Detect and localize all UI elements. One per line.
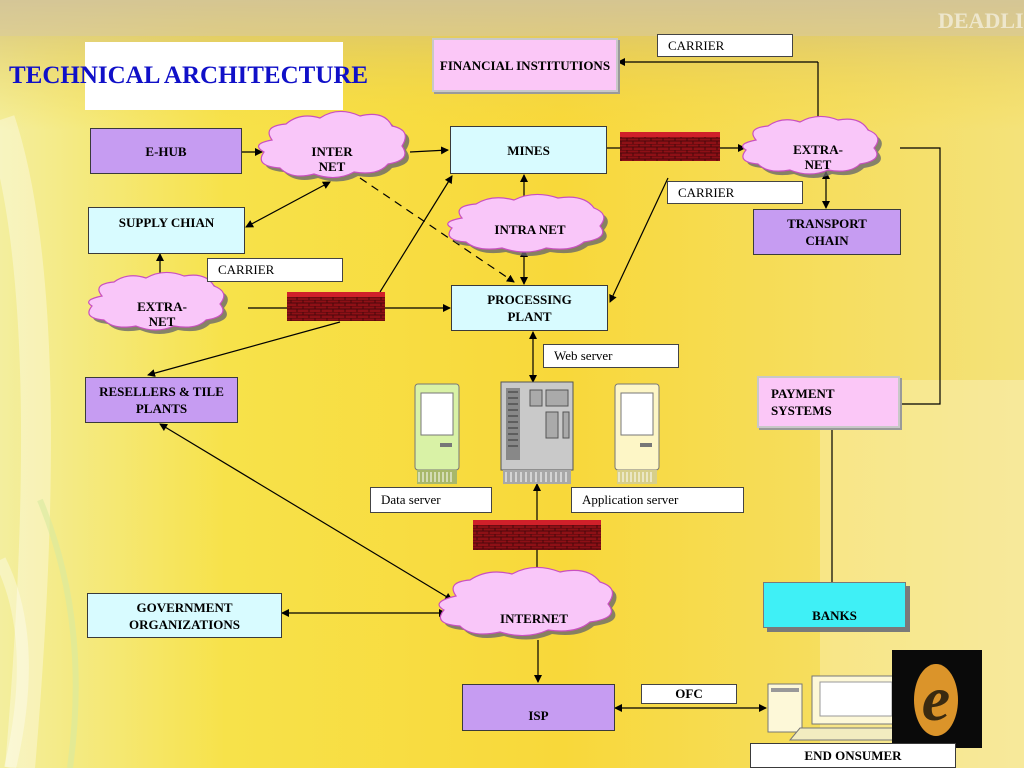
extranet-cloud-right: EXTRA- NET bbox=[793, 142, 843, 172]
e-hub-box: E-HUB bbox=[90, 128, 242, 174]
page-title: TECHNICAL ARCHITECTURE bbox=[9, 42, 368, 110]
e-logo: e bbox=[892, 650, 982, 748]
intranet-cloud: INTRA NET bbox=[494, 222, 566, 237]
cloud-shapes bbox=[88, 110, 882, 640]
mines-box: MINES bbox=[450, 126, 607, 174]
firewall-icons bbox=[287, 132, 720, 550]
logo-text: e bbox=[922, 663, 950, 734]
isp-box: ISP bbox=[462, 684, 615, 731]
banks-box: BANKS bbox=[763, 582, 906, 628]
firewall-icon bbox=[620, 132, 720, 161]
resellers-box: RESELLERS & TILE PLANTS bbox=[85, 377, 238, 423]
end-consumer-box: END ONSUMER bbox=[750, 743, 956, 768]
firewall-icon bbox=[287, 292, 385, 321]
government-box: GOVERNMENT ORGANIZATIONS bbox=[87, 593, 282, 638]
application-server-icon bbox=[614, 383, 660, 484]
internet-cloud-bottom: INTERNET bbox=[500, 611, 568, 626]
data-server-label: Data server bbox=[370, 487, 492, 513]
background-watermark: DEADLI bbox=[938, 8, 1024, 33]
internet-cloud-top: INTER NET bbox=[311, 144, 353, 174]
data-server-icon bbox=[414, 383, 460, 484]
transport-chain-box: TRANSPORT CHAIN bbox=[753, 209, 901, 255]
extranet-cloud-left: EXTRA- NET bbox=[137, 299, 187, 329]
web-server-label: Web server bbox=[543, 344, 679, 368]
carrier-label-top: CARRIER bbox=[657, 34, 793, 57]
carrier-label-left: CARRIER bbox=[207, 258, 343, 282]
financial-institutions-box: FINANCIAL INSTITUTIONS bbox=[432, 38, 618, 92]
processing-plant-box: PROCESSING PLANT bbox=[451, 285, 608, 331]
firewall-icon bbox=[473, 520, 601, 550]
ofc-label: OFC bbox=[641, 684, 737, 704]
web-server-icon bbox=[500, 381, 574, 484]
carrier-label-right: CARRIER bbox=[667, 181, 803, 204]
payment-systems-box: PAYMENT SYSTEMS bbox=[757, 376, 900, 428]
application-server-label: Application server bbox=[571, 487, 744, 513]
supply-chain-box: SUPPLY CHIAN bbox=[88, 207, 245, 254]
